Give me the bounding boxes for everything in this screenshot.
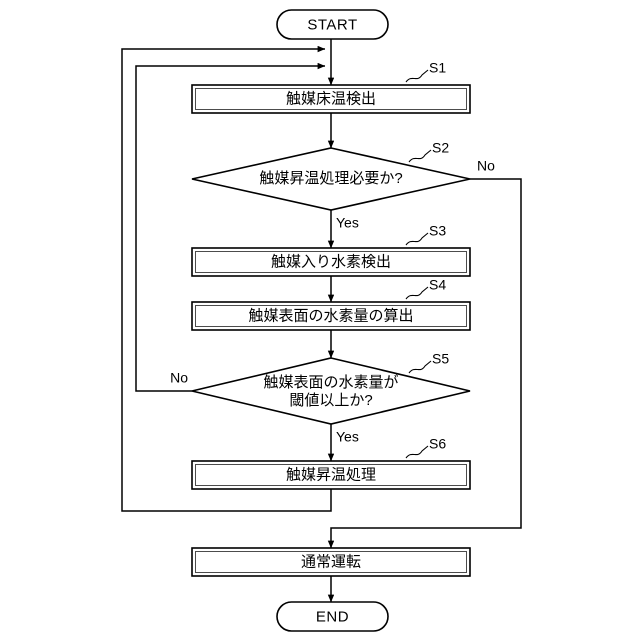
s1-text: 触媒床温検出	[286, 90, 376, 107]
s5-leader-line	[408, 360, 432, 374]
s6-box-inner-border	[195, 464, 467, 486]
process-node-s1: 触媒床温検出 S1	[191, 60, 471, 114]
connector-s5-no-feedback-loop	[135, 62, 326, 392]
s1-step-label: S1	[429, 60, 446, 76]
s4-box	[191, 301, 471, 331]
connector-s2-no-to-normal-operation	[327, 178, 522, 549]
terminal-start: START	[276, 9, 389, 40]
start-capsule	[276, 9, 389, 40]
s5-text-line1: 触媒表面の水素量が	[263, 374, 398, 391]
s5-diamond	[191, 357, 471, 425]
normal-operation-box-inner-border	[195, 551, 467, 573]
s6-box	[191, 460, 471, 490]
process-node-s6: 触媒昇温処理 S6	[191, 436, 471, 490]
s3-leader-line	[405, 232, 429, 246]
start-label: START	[307, 16, 357, 33]
process-node-s3: 触媒入り水素検出 S3	[191, 223, 471, 277]
process-node-s4: 触媒表面の水素量の算出 S4	[191, 277, 471, 331]
normal-operation-box	[191, 547, 471, 577]
end-capsule	[276, 601, 389, 632]
s2-text: 触媒昇温処理必要か?	[259, 170, 402, 187]
s6-leader-line	[405, 445, 429, 459]
s1-box	[191, 84, 471, 114]
s2-yes-label: Yes	[336, 215, 359, 231]
s4-step-label: S4	[429, 277, 446, 293]
s4-box-inner-border	[195, 305, 467, 327]
decision-node-s2: 触媒昇温処理必要か? S2 Yes No	[191, 140, 495, 231]
s2-leader-line	[408, 149, 432, 163]
s2-step-label: S2	[432, 140, 449, 156]
s3-text: 触媒入り水素検出	[271, 253, 391, 270]
s3-box-inner-border	[195, 251, 467, 273]
s4-text: 触媒表面の水素量の算出	[248, 306, 413, 324]
s3-box	[191, 247, 471, 277]
s2-no-label: No	[477, 158, 495, 174]
s3-step-label: S3	[429, 223, 446, 239]
s2-diamond	[191, 147, 471, 211]
s1-box-inner-border	[195, 88, 467, 110]
s5-no-label: No	[170, 370, 188, 386]
decision-node-s5: 触媒表面の水素量が 閾値以上か? S5 Yes No	[170, 351, 471, 445]
terminal-end: END	[276, 601, 389, 632]
s1-leader-line	[405, 69, 429, 83]
s4-leader-line	[405, 286, 429, 300]
s5-step-label: S5	[432, 351, 449, 367]
s5-text-line2: 閾値以上か?	[289, 392, 372, 409]
s6-step-label: S6	[429, 436, 446, 452]
normal-operation-text: 通常運転	[301, 553, 361, 570]
connector-s6-feedback-loop	[121, 45, 332, 512]
process-node-normal-operation: 通常運転	[191, 547, 471, 577]
s6-text: 触媒昇温処理	[286, 466, 376, 483]
end-label: END	[316, 608, 349, 625]
s5-yes-label: Yes	[336, 429, 359, 445]
